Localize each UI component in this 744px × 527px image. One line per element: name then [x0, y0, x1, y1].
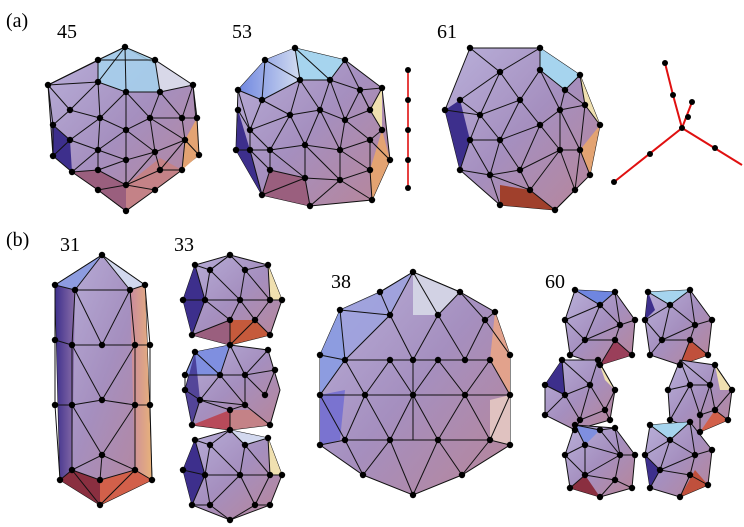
cluster-33 [179, 251, 286, 524]
cluster-caption-53: 53 [232, 21, 252, 43]
cluster-caption-60: 60 [545, 271, 565, 293]
cluster-53 [232, 44, 394, 210]
cluster-caption-33: 33 [174, 234, 194, 256]
branched-graph [611, 60, 743, 185]
cluster-61 [441, 44, 604, 214]
cluster-caption-31: 31 [60, 234, 80, 256]
chain-graph [405, 67, 411, 191]
panel-label-a: (a) [6, 10, 28, 32]
cluster-45 [44, 43, 203, 215]
cluster-31 [51, 251, 156, 509]
cluster-caption-61: 61 [437, 21, 457, 43]
cluster-caption-38: 38 [331, 271, 351, 293]
cluster-38 [316, 268, 514, 499]
cluster-60 [541, 286, 736, 501]
panel-label-b: (b) [6, 229, 29, 251]
cluster-caption-45: 45 [57, 21, 77, 43]
